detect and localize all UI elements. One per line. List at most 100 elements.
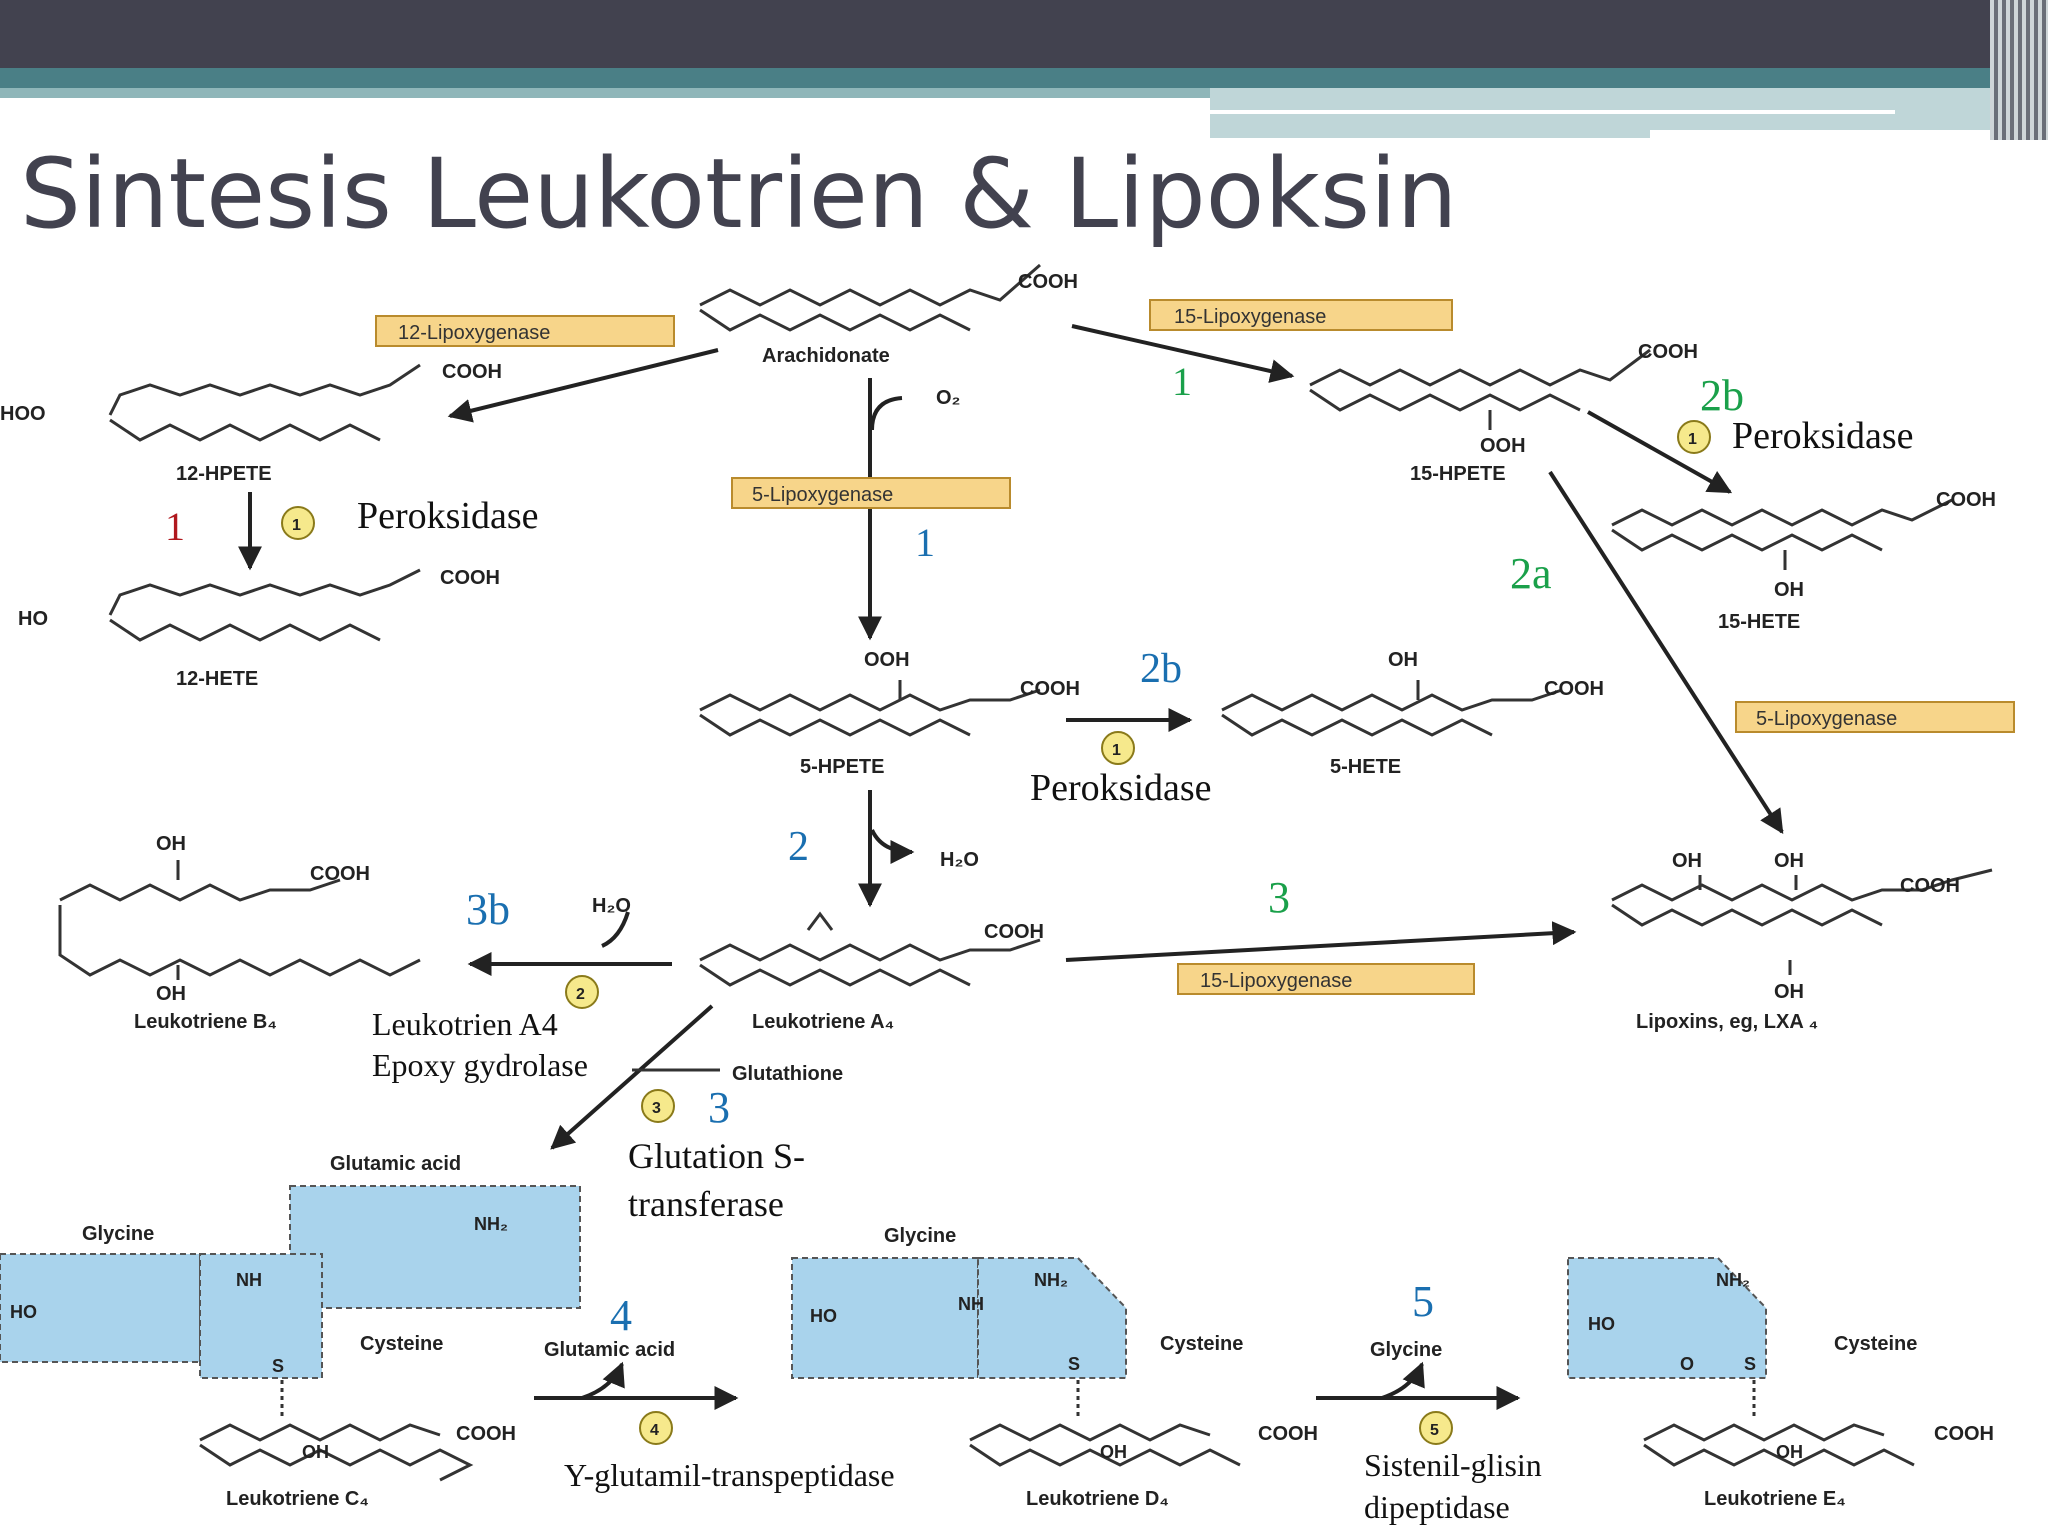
lox5-box [731, 477, 1011, 509]
arrow-to-15hete [1587, 410, 1733, 494]
ltb4-label: Leukotriene B₄ [134, 1011, 277, 1033]
ltc4-oh: OH [302, 1442, 329, 1462]
hpete15-ooh: OOH [1480, 435, 1526, 457]
arachidonate-structure [699, 263, 1041, 332]
h2o-release-curve [870, 829, 915, 864]
ltc4-s: S [272, 1356, 284, 1376]
arachidonate-label: Arachidonate [762, 345, 890, 367]
lte4-cysteine-box [1567, 1257, 1767, 1379]
lte4-s: S [1744, 1354, 1756, 1374]
lte4-cysteine: Cysteine [1834, 1333, 1917, 1355]
hete15-cooh: COOH [1936, 489, 1996, 511]
lte4-chain [1643, 1380, 1915, 1467]
circle-enzyme-3 [641, 1089, 675, 1123]
lox5-label: 5-Lipoxygenase [752, 484, 893, 506]
ltc4-nh: NH [236, 1270, 262, 1290]
lta4-hydrolase-label-1: Leukotrien A4 [372, 1006, 558, 1042]
ltc4-glycine-box [0, 1253, 201, 1363]
arrow-to-12hpete [447, 348, 719, 423]
hpete15-cooh: COOH [1638, 341, 1698, 363]
dipeptidase-label-1: Sistenil-glisin [1364, 1447, 1542, 1483]
arrow-15hpete-to-lipoxins [1548, 470, 1784, 835]
circle-1b-number: 1 [1112, 742, 1121, 759]
hpete5-label: 5-HPETE [800, 756, 884, 778]
ltc4-chain [199, 1380, 474, 1482]
peroksidase-label-15: Peroksidase [1732, 415, 1914, 457]
step-blue-5: 5 [1412, 1277, 1434, 1326]
lipoxin-cooh: COOH [1900, 875, 1960, 897]
ltd4-cooh: COOH [1258, 1423, 1318, 1445]
hpete12-hoo: HOO [0, 403, 46, 425]
hpete5-structure [699, 680, 1041, 737]
step-blue-2b: 2b [1140, 646, 1182, 692]
circle-4-number: 4 [650, 1422, 659, 1439]
lox5b-box [1735, 701, 2015, 733]
header-stripe-line [1210, 110, 1895, 114]
circle-3-number: 3 [652, 1100, 661, 1117]
dipeptidase-label-2: dipeptidase [1364, 1489, 1510, 1525]
h2o-add-curve [601, 911, 630, 948]
lox12-label: 12-Lipoxygenase [398, 322, 550, 344]
ltd4-nh2: NH₂ [1034, 1270, 1068, 1290]
gst-label-1: Glutation S- [628, 1136, 805, 1176]
step-blue-4: 4 [610, 1291, 632, 1340]
slide-edge-decoration [1990, 0, 2048, 140]
ltc4-cysteine-box [199, 1253, 323, 1379]
lte4-cooh: COOH [1934, 1423, 1994, 1445]
ltd4-ho: HO [810, 1306, 837, 1326]
hete5-structure [1221, 680, 1563, 737]
header-stripe-light [0, 88, 1210, 98]
hete12-label: 12-HETE [176, 668, 258, 690]
o2-label: O₂ [936, 387, 960, 409]
step-green-3: 3 [1268, 873, 1290, 922]
lta4-label: Leukotriene A₄ [752, 1011, 894, 1033]
hpete15-structure [1309, 348, 1651, 430]
circle-1a-number: 1 [292, 517, 301, 534]
circle-1c-number: 1 [1688, 431, 1697, 448]
hete15-oh: OH [1774, 579, 1804, 601]
lte4-label: Leukotriene E₄ [1704, 1488, 1846, 1510]
o2-curve [870, 396, 903, 431]
lipoxin-oh-1: OH [1672, 850, 1702, 872]
hete12-structure [108, 568, 421, 642]
circle-enzyme-4 [639, 1411, 673, 1445]
ltc4-ho: HO [10, 1302, 37, 1322]
slide-title: Sintesis Leukotrien & Lipoksin [20, 138, 1458, 250]
lox15-label: 15-Lipoxygenase [1174, 306, 1326, 328]
peroksidase-label-12: Peroksidase [357, 495, 539, 537]
hpete12-cooh: COOH [442, 361, 502, 383]
circle-2-number: 2 [576, 986, 585, 1003]
step-blue-3: 3 [708, 1083, 730, 1132]
step-blue-3b: 3b [466, 885, 510, 934]
ltd4-nh: NH [958, 1294, 984, 1314]
ltb4-oh-1: OH [156, 833, 186, 855]
lte4-ho: HO [1588, 1314, 1615, 1334]
step-green-2b: 2b [1700, 371, 1744, 420]
ggt-label: Y-glutamil-transpeptidase [564, 1457, 895, 1493]
arrow-to-15hpete [1071, 324, 1295, 383]
hete12-ho: HO [18, 608, 48, 630]
step-red-1: 1 [165, 504, 185, 549]
circle-enzyme-2 [565, 975, 599, 1009]
ltc4-cooh: COOH [456, 1423, 516, 1445]
lox15b-box [1177, 963, 1475, 995]
lte4-nh2: NH₂ [1716, 1270, 1750, 1290]
glycine-release-curve [1381, 1361, 1425, 1400]
circle-enzyme-1a [281, 506, 315, 540]
hete5-cooh: COOH [1544, 678, 1604, 700]
header-stripe-line [1650, 130, 2010, 140]
circle-enzyme-1c [1677, 420, 1711, 454]
ltd4-glycine: Glycine [884, 1225, 956, 1247]
hete5-oh: OH [1388, 649, 1418, 671]
lta4-structure [699, 911, 1041, 987]
ltc4-glycine: Glycine [82, 1223, 154, 1245]
hete12-cooh: COOH [440, 567, 500, 589]
circle-enzyme-1b [1101, 731, 1135, 765]
ltb4-cooh: COOH [310, 863, 370, 885]
ltd4-label: Leukotriene D₄ [1026, 1488, 1169, 1510]
hete5-label: 5-HETE [1330, 756, 1401, 778]
hpete12-label: 12-HPETE [176, 463, 272, 485]
hpete5-ooh: OOH [864, 649, 910, 671]
hpete15-label: 15-HPETE [1410, 463, 1506, 485]
